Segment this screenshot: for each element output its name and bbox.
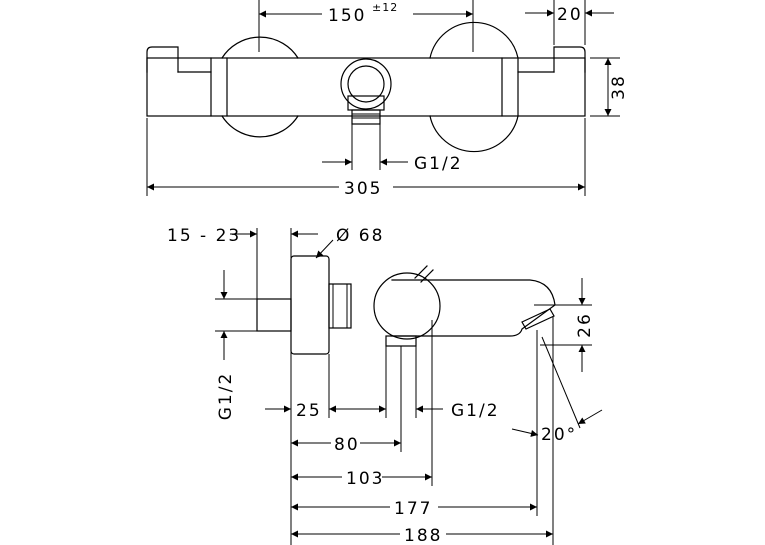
dim-g12-top-label: G1/2 (414, 154, 463, 174)
dim-80-label: 80 (334, 435, 360, 455)
dim-diameter-label: Ø 68 (336, 226, 384, 246)
dimension-diameter-68: Ø 68 (315, 226, 384, 259)
dimension-15-23: 15 - 23 (167, 226, 318, 246)
dimension-g12-inlet: G1/2 (216, 270, 236, 420)
dimension-80: 80 (291, 435, 401, 455)
top-view-body (146, 21, 586, 153)
side-view-body (256, 255, 556, 355)
dimension-g12-bottom-outlet: G1/2 (416, 401, 500, 421)
dimension-177: 177 (291, 499, 537, 519)
dimension-25: 25 (265, 401, 386, 421)
top-view: 150 ±12 20 38 G1/2 305 (146, 0, 629, 199)
dim-38-label: 38 (609, 74, 629, 100)
dim-20-label: 20 (557, 5, 583, 25)
side-view: 15 - 23 Ø 68 G1/2 25 G1/2 (167, 226, 603, 545)
dimension-g12-top-outlet: G1/2 (322, 154, 463, 174)
dimension-150: 150 ±12 (259, 1, 473, 26)
dimension-188: 188 (291, 526, 553, 545)
dim-150-label: 150 (328, 6, 366, 26)
dim-150-tolerance: ±12 (372, 1, 398, 14)
dimension-angle-20: 20° (511, 409, 603, 445)
dim-g12-inlet-label: G1/2 (216, 372, 236, 421)
dimension-26: 26 (575, 278, 595, 372)
dim-angle-label: 20° (541, 425, 577, 445)
dim-g12-bottom-label: G1/2 (451, 401, 500, 421)
dim-188-label: 188 (404, 526, 442, 545)
dimension-38: 38 (604, 58, 629, 116)
dimension-305: 305 (147, 179, 585, 199)
dimension-103: 103 (291, 469, 432, 489)
dim-26-label: 26 (575, 312, 595, 338)
dim-103-label: 103 (346, 469, 384, 489)
dimension-20: 20 (525, 5, 614, 25)
dim-25-label: 25 (296, 401, 322, 421)
dim-177-label: 177 (394, 499, 432, 519)
dim-305-label: 305 (344, 179, 382, 199)
dim-15-23-label: 15 - 23 (167, 226, 241, 246)
